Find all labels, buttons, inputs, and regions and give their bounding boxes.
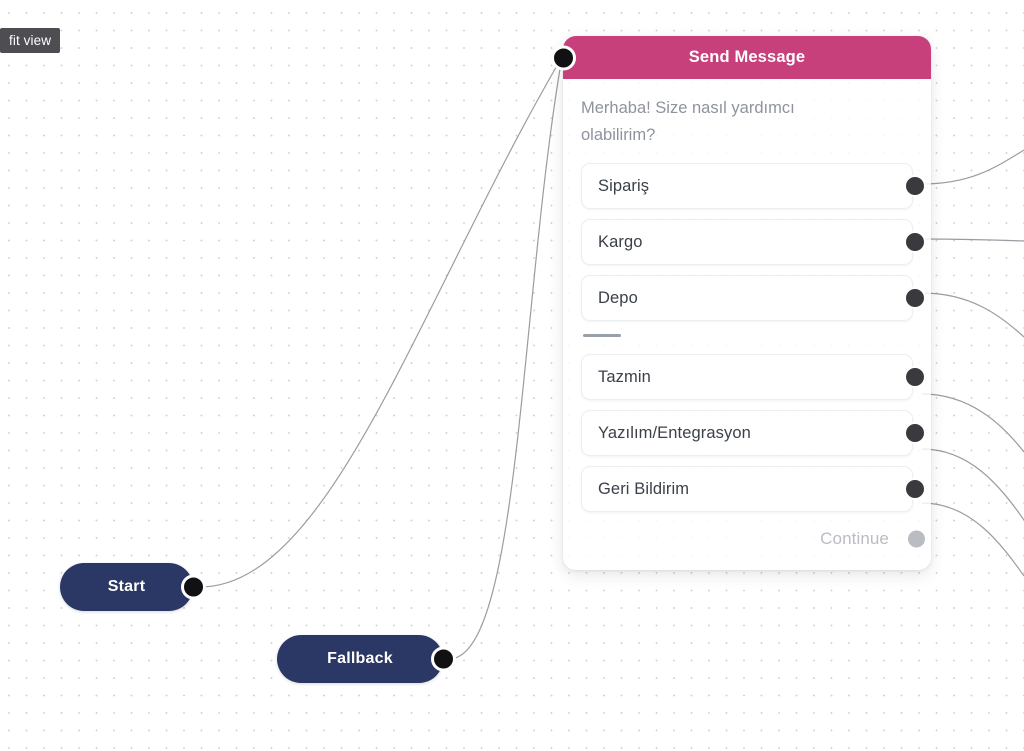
send-message-text: Merhaba! Size nasıl yardımcı olabilirim? xyxy=(581,99,795,144)
node-start[interactable]: Start xyxy=(60,563,206,611)
send-message-header[interactable]: Send Message xyxy=(551,36,931,79)
edge-option-siparis-out xyxy=(921,149,1024,185)
start-source-handle[interactable] xyxy=(181,574,206,600)
option-label-kargo: Kargo xyxy=(598,232,643,251)
option-row-depo[interactable]: Depo xyxy=(581,275,926,321)
node-fallback[interactable]: Fallback xyxy=(277,635,456,683)
node-send-message[interactable]: Send Message Merhaba! Size nasıl yardımc… xyxy=(551,36,931,570)
node-fallback-label: Fallback xyxy=(327,650,393,667)
edge-option-yazilim-out xyxy=(921,448,1024,521)
option-label-siparis: Sipariş xyxy=(598,176,650,195)
option-handle-tazmin[interactable] xyxy=(904,366,926,388)
fit-view-button[interactable]: fit view xyxy=(0,28,61,53)
continue-label: Continue xyxy=(820,529,889,548)
option-handle-depo[interactable] xyxy=(904,287,926,309)
option-row-kargo[interactable]: Kargo xyxy=(581,219,926,265)
send-message-target-handle[interactable] xyxy=(551,45,576,70)
send-message-title: Send Message xyxy=(688,48,806,66)
option-handle-siparis[interactable] xyxy=(904,175,926,197)
option-handle-yazilim-entegrasyon[interactable] xyxy=(904,422,926,444)
option-label-tazmin: Tazmin xyxy=(598,367,651,386)
edge-option-geribildirim-out xyxy=(921,502,1024,577)
options-divider xyxy=(583,334,621,337)
option-label-yazilim-entegrasyon: Yazılım/Entegrasyon xyxy=(598,423,751,442)
option-handle-kargo[interactable] xyxy=(904,231,926,253)
continue-handle[interactable] xyxy=(906,528,927,550)
option-row-siparis[interactable]: Sipariş xyxy=(581,163,926,209)
option-row-geri-bildirim[interactable]: Geri Bildirim xyxy=(581,466,926,512)
fit-view-label: fit view xyxy=(9,33,52,48)
option-row-tazmin[interactable]: Tazmin xyxy=(581,354,926,400)
edge-option-depo-out xyxy=(921,292,1024,338)
continue-row[interactable]: Continue xyxy=(581,522,927,556)
send-message-body: Merhaba! Size nasıl yardımcı olabilirim?… xyxy=(563,79,931,570)
edge-start-to-message xyxy=(199,56,563,588)
option-label-geri-bildirim: Geri Bildirim xyxy=(598,479,690,498)
node-start-label: Start xyxy=(107,578,146,595)
fallback-source-handle[interactable] xyxy=(431,646,456,672)
edge-fallback-to-message xyxy=(448,56,563,660)
option-row-yazilim-entegrasyon[interactable]: Yazılım/Entegrasyon xyxy=(581,410,926,456)
option-handle-geri-bildirim[interactable] xyxy=(904,478,926,500)
edge-option-tazmin-out xyxy=(921,393,1024,453)
edge-option-kargo-out xyxy=(921,238,1024,242)
option-label-depo: Depo xyxy=(598,288,638,307)
